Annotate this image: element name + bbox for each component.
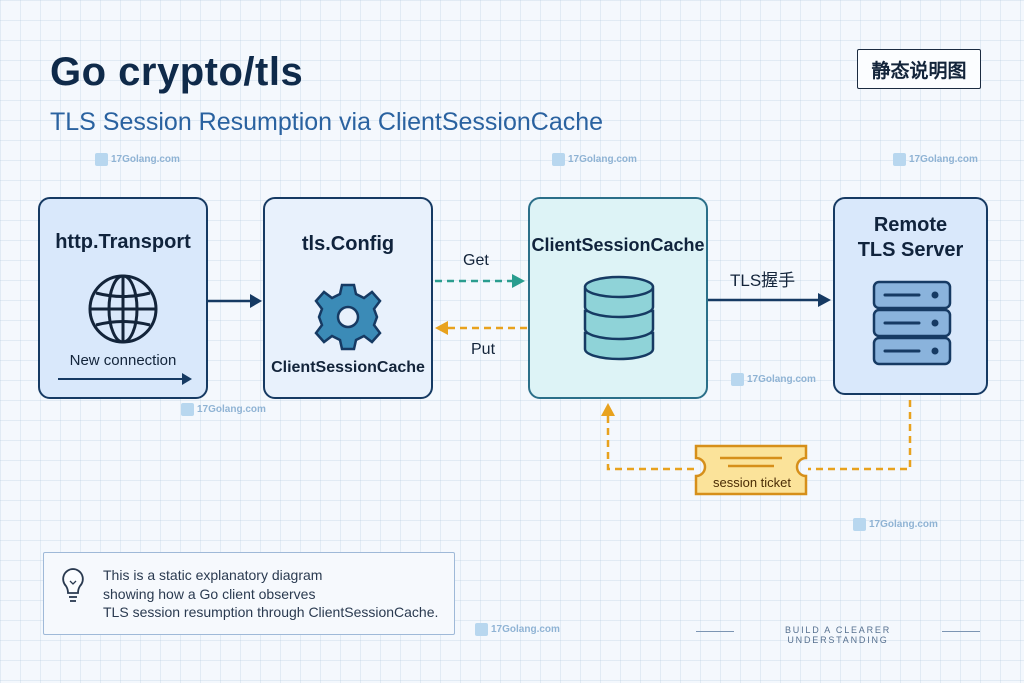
watermark-logo-icon bbox=[731, 373, 744, 386]
client-session-cache-node: ClientSessionCache bbox=[528, 197, 708, 399]
database-icon bbox=[583, 275, 655, 361]
watermark-logo-icon bbox=[853, 518, 866, 531]
watermark: 17Golang.com bbox=[731, 373, 816, 386]
globe-icon bbox=[88, 274, 158, 344]
server-title-line1: Remote bbox=[873, 214, 948, 236]
client-session-cache-field: ClientSessionCache bbox=[271, 359, 425, 376]
new-connection-arrow bbox=[58, 373, 192, 385]
page-subtitle: TLS Session Resumption via ClientSession… bbox=[50, 108, 604, 136]
watermark-logo-icon bbox=[181, 403, 194, 416]
watermark: 17Golang.com bbox=[853, 518, 938, 531]
tls-handshake-arrow bbox=[708, 293, 831, 307]
footer-rule-right bbox=[942, 631, 980, 632]
static-diagram-badge: 静态说明图 bbox=[857, 49, 981, 89]
client-session-cache-title: ClientSessionCache bbox=[531, 235, 705, 255]
tls-config-title: tls.Config bbox=[301, 233, 395, 255]
put-label: Put bbox=[471, 341, 496, 358]
ticket-icon bbox=[694, 444, 808, 496]
page-title: Go crypto/tls bbox=[50, 50, 304, 94]
watermark: 17Golang.com bbox=[475, 623, 560, 636]
note-line-2: showing how a Go client observes bbox=[103, 586, 316, 602]
explanation-note: This is a static explanatory diagram sho… bbox=[43, 552, 455, 635]
server-title-line2: TLS Server bbox=[857, 239, 964, 261]
watermark: 17Golang.com bbox=[893, 153, 978, 166]
transport-to-config-arrow bbox=[208, 294, 262, 308]
session-ticket-return-path bbox=[601, 400, 912, 471]
server-icon bbox=[872, 280, 952, 366]
watermark: 17Golang.com bbox=[181, 403, 266, 416]
session-ticket-label: session ticket bbox=[712, 475, 792, 490]
watermark: 17Golang.com bbox=[552, 153, 637, 166]
watermark-logo-icon bbox=[893, 153, 906, 166]
note-line-1: This is a static explanatory diagram bbox=[103, 567, 323, 583]
note-line-3: TLS session resumption through ClientSes… bbox=[103, 604, 439, 620]
gear-icon bbox=[314, 283, 382, 351]
get-arrow bbox=[435, 274, 525, 288]
put-arrow bbox=[435, 321, 527, 335]
tls-handshake-label: TLS握手 bbox=[730, 271, 796, 290]
http-transport-node: http.Transport New connection bbox=[38, 197, 208, 399]
watermark: 17Golang.com bbox=[95, 153, 180, 166]
footer-rule-left bbox=[696, 631, 734, 632]
watermark-logo-icon bbox=[475, 623, 488, 636]
footer-text: BUILD A CLEARER UNDERSTANDING bbox=[784, 625, 892, 645]
watermark-logo-icon bbox=[552, 153, 565, 166]
new-connection-label: New connection bbox=[69, 352, 177, 369]
watermark-logo-icon bbox=[95, 153, 108, 166]
remote-tls-server-node: Remote TLS Server bbox=[833, 197, 988, 395]
get-label: Get bbox=[463, 252, 489, 269]
lightbulb-icon bbox=[62, 568, 84, 602]
http-transport-title: http.Transport bbox=[55, 231, 191, 253]
footer-tagline: BUILD A CLEARER UNDERSTANDING bbox=[696, 625, 980, 645]
tls-config-node: tls.Config ClientSessionCache bbox=[263, 197, 433, 399]
